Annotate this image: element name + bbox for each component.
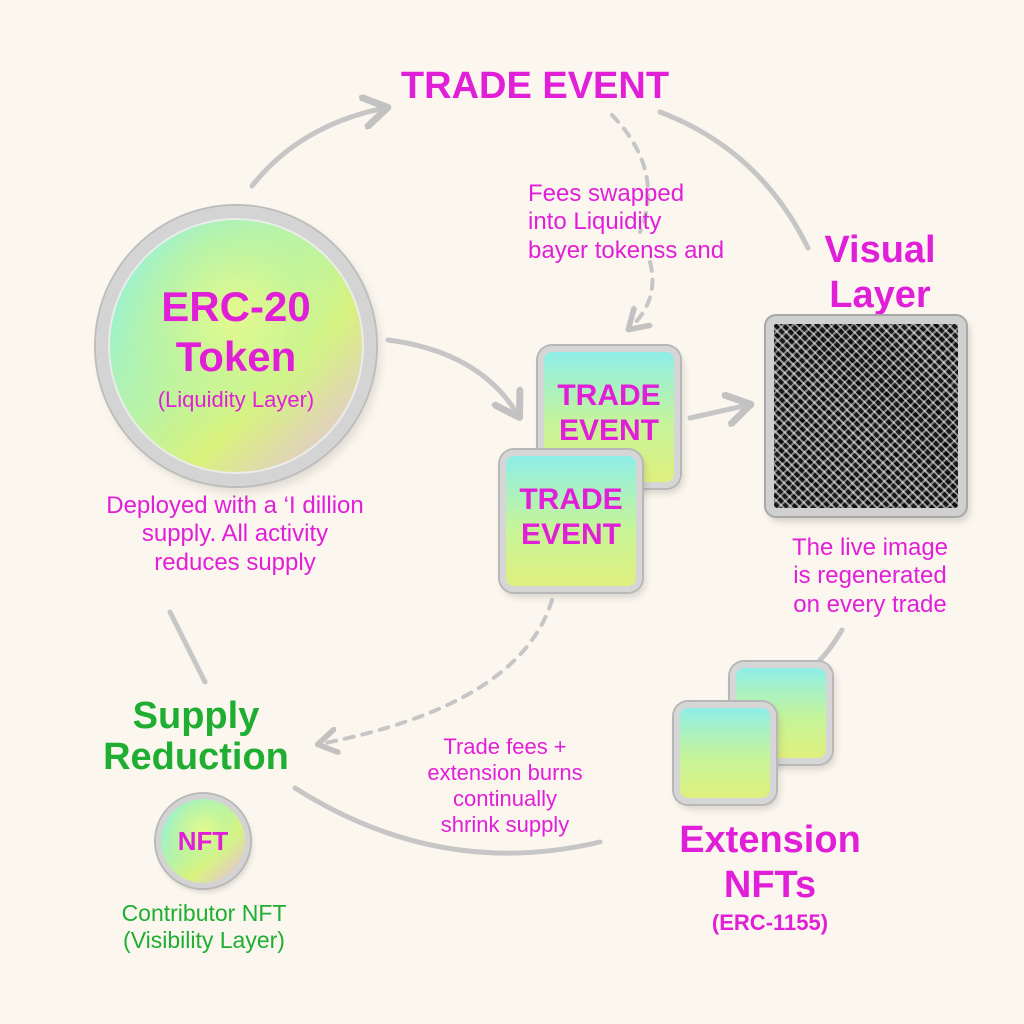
supply-reduction-line2: Reduction — [103, 736, 289, 779]
visual-layer-line2: Layer — [829, 273, 931, 316]
arrow-trade-to-visual — [657, 109, 811, 251]
visual-layer-title: Visual Layer — [790, 228, 970, 318]
arrow-visual-to-extension — [817, 627, 845, 663]
arrow-extension-to-supply — [292, 785, 603, 856]
arrow-token-to-trade — [249, 108, 385, 189]
dashed-trade-to-tiles — [610, 113, 650, 234]
dashed-trade-to-tiles-lower — [630, 260, 655, 328]
contributor-nft-label: Contributor NFT (Visibility Layer) — [84, 900, 324, 954]
trade-event-tile-front: TRADE EVENT — [500, 450, 642, 592]
extension-line2: NFTs — [723, 863, 817, 906]
trade-fees-note: Trade fees + extension burns continually… — [400, 734, 610, 838]
live-image-note: The live image is regenerated on every t… — [760, 534, 980, 619]
deployed-note-line: Deployed with a ‘I dillion — [106, 492, 364, 519]
erc20-token-circle: ERC-20 Token (Liquidity Layer) — [96, 206, 376, 486]
trade-fees-note-line: extension burns — [427, 759, 583, 785]
erc20-token-line2: Token — [175, 332, 297, 380]
extension-line1: Extension — [679, 819, 861, 861]
deployed-note-line: supply. All activity — [141, 520, 329, 548]
nft-badge-label: NFT — [177, 825, 229, 856]
contributor-line2: (Visibility Layer) — [123, 927, 285, 954]
trade-tile-line2: EVENT — [558, 414, 660, 448]
arrow-tiles-to-visual — [687, 405, 748, 418]
erc20-token-line1: ERC-20 — [161, 283, 311, 330]
fees-note-line: bayer tokenss and — [528, 236, 725, 264]
live-image-note-line: The live image — [791, 534, 949, 561]
trade-fees-note-line: continually — [453, 785, 557, 811]
live-image-note-line: is regenerated — [793, 562, 947, 590]
contributor-line1: Contributor NFT — [121, 900, 287, 926]
trade-fees-note-line: Trade fees + — [443, 734, 567, 759]
deployed-note: Deployed with a ‘I dillion supply. All a… — [70, 492, 400, 577]
fees-note-line: into Liquidity — [528, 208, 662, 236]
arrow-supply-to-token — [167, 609, 208, 685]
trade-fees-note-line: shrink supply — [440, 811, 570, 837]
trade-event-title: TRADE EVENT — [400, 65, 670, 107]
visual-layer-image — [766, 316, 966, 516]
trade-tile-line2: EVENT — [520, 518, 622, 552]
visual-layer-line1: Visual — [824, 229, 936, 271]
supply-reduction-line1: Supply — [132, 695, 260, 737]
erc20-token-subtitle: (Liquidity Layer) — [157, 387, 315, 413]
live-image-note-line: on every trade — [793, 590, 947, 618]
trade-tile-line1: TRADE — [557, 379, 661, 412]
extension-nft-tile-front — [674, 702, 776, 804]
fees-note: Fees swapped into Liquidity bayer tokens… — [528, 180, 768, 265]
fees-note-line: Fees swapped — [528, 180, 685, 207]
trade-tile-line1: TRADE — [519, 483, 623, 516]
extension-subtitle: (ERC-1155) — [711, 909, 829, 935]
extension-nfts-title: Extension NFTs (ERC-1155) — [660, 818, 880, 936]
dashed-tiles-to-supply — [320, 598, 554, 744]
arrow-token-to-tiles — [385, 337, 518, 415]
supply-reduction-title: Supply Reduction — [96, 695, 296, 779]
deployed-note-line: reduces supply — [154, 548, 316, 576]
contributor-nft-badge: NFT — [156, 794, 250, 888]
